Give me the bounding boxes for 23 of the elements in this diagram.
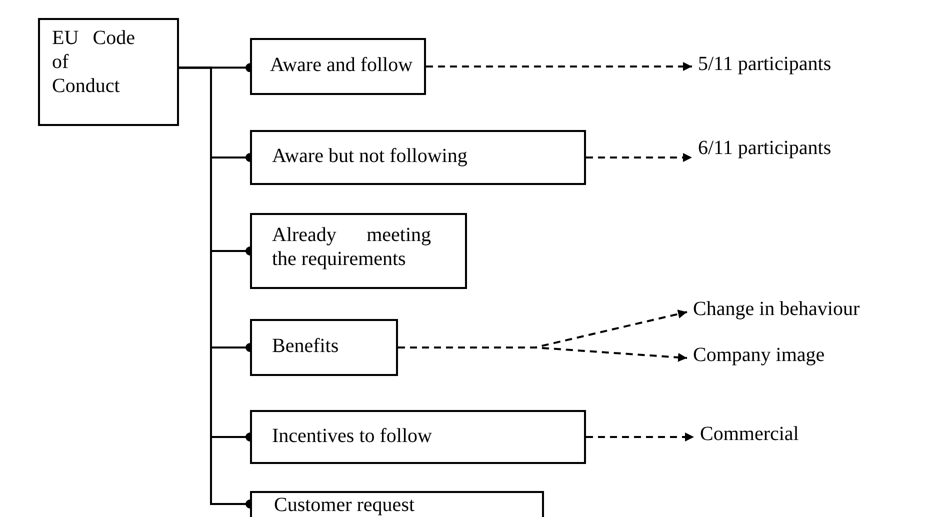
- arrow: [586, 153, 692, 162]
- box-text: Already meeting the requirements: [272, 223, 431, 271]
- box-text: EU Code of Conduct: [52, 26, 135, 98]
- outcome-label: 5/11 participants: [698, 52, 928, 82]
- box-text: Incentives to follow: [272, 425, 432, 447]
- box-text: Aware and follow: [270, 54, 413, 76]
- arrow: [426, 62, 692, 71]
- category-box: [250, 491, 544, 517]
- outcome-label: 6/11 participants: [698, 136, 928, 166]
- category-box: [250, 410, 586, 464]
- box-text: Benefits: [272, 335, 339, 357]
- category-box: [38, 18, 179, 126]
- category-box: [250, 319, 398, 376]
- category-box: [250, 38, 426, 95]
- arrow: [398, 346, 688, 362]
- category-box: [250, 130, 586, 185]
- outcome-label: Company image: [693, 343, 923, 373]
- box-text: Customer request: [274, 494, 415, 516]
- arrow: [586, 432, 694, 442]
- category-box: [250, 213, 467, 289]
- outcome-label: Change in behaviour: [693, 297, 948, 327]
- outcome-label: Commercial: [700, 422, 900, 452]
- box-text: Aware but not following: [272, 145, 468, 167]
